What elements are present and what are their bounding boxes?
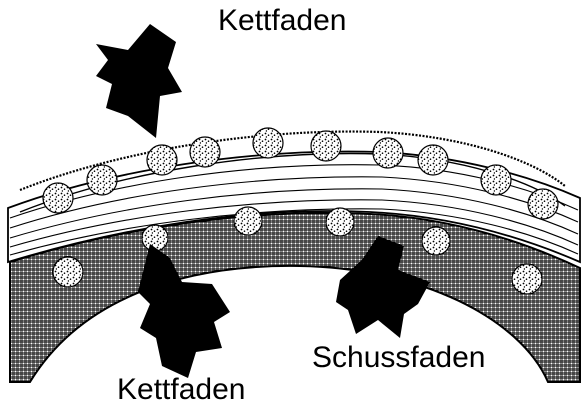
label-warp-top: Kettfaden [218,6,346,36]
yarn-section [142,225,168,251]
yarn-section [373,138,403,168]
yarn-section [481,165,511,195]
arrow-warp-top-icon [96,24,182,138]
yarn-section [87,165,117,195]
yarn-section [326,208,354,236]
yarn-section [311,131,341,161]
yarn-section [53,257,83,287]
yarn-section [422,227,450,255]
yarn-section [253,128,283,158]
label-weft: Schussfaden [312,343,485,373]
yarn-section [512,264,542,294]
yarn-section [190,137,220,167]
yarn-section [147,145,177,175]
yarn-section [418,145,448,175]
yarn-section [528,189,558,219]
yarn-section [234,207,262,235]
yarn-section [43,183,73,213]
label-warp-bottom: Kettfaden [117,375,245,405]
